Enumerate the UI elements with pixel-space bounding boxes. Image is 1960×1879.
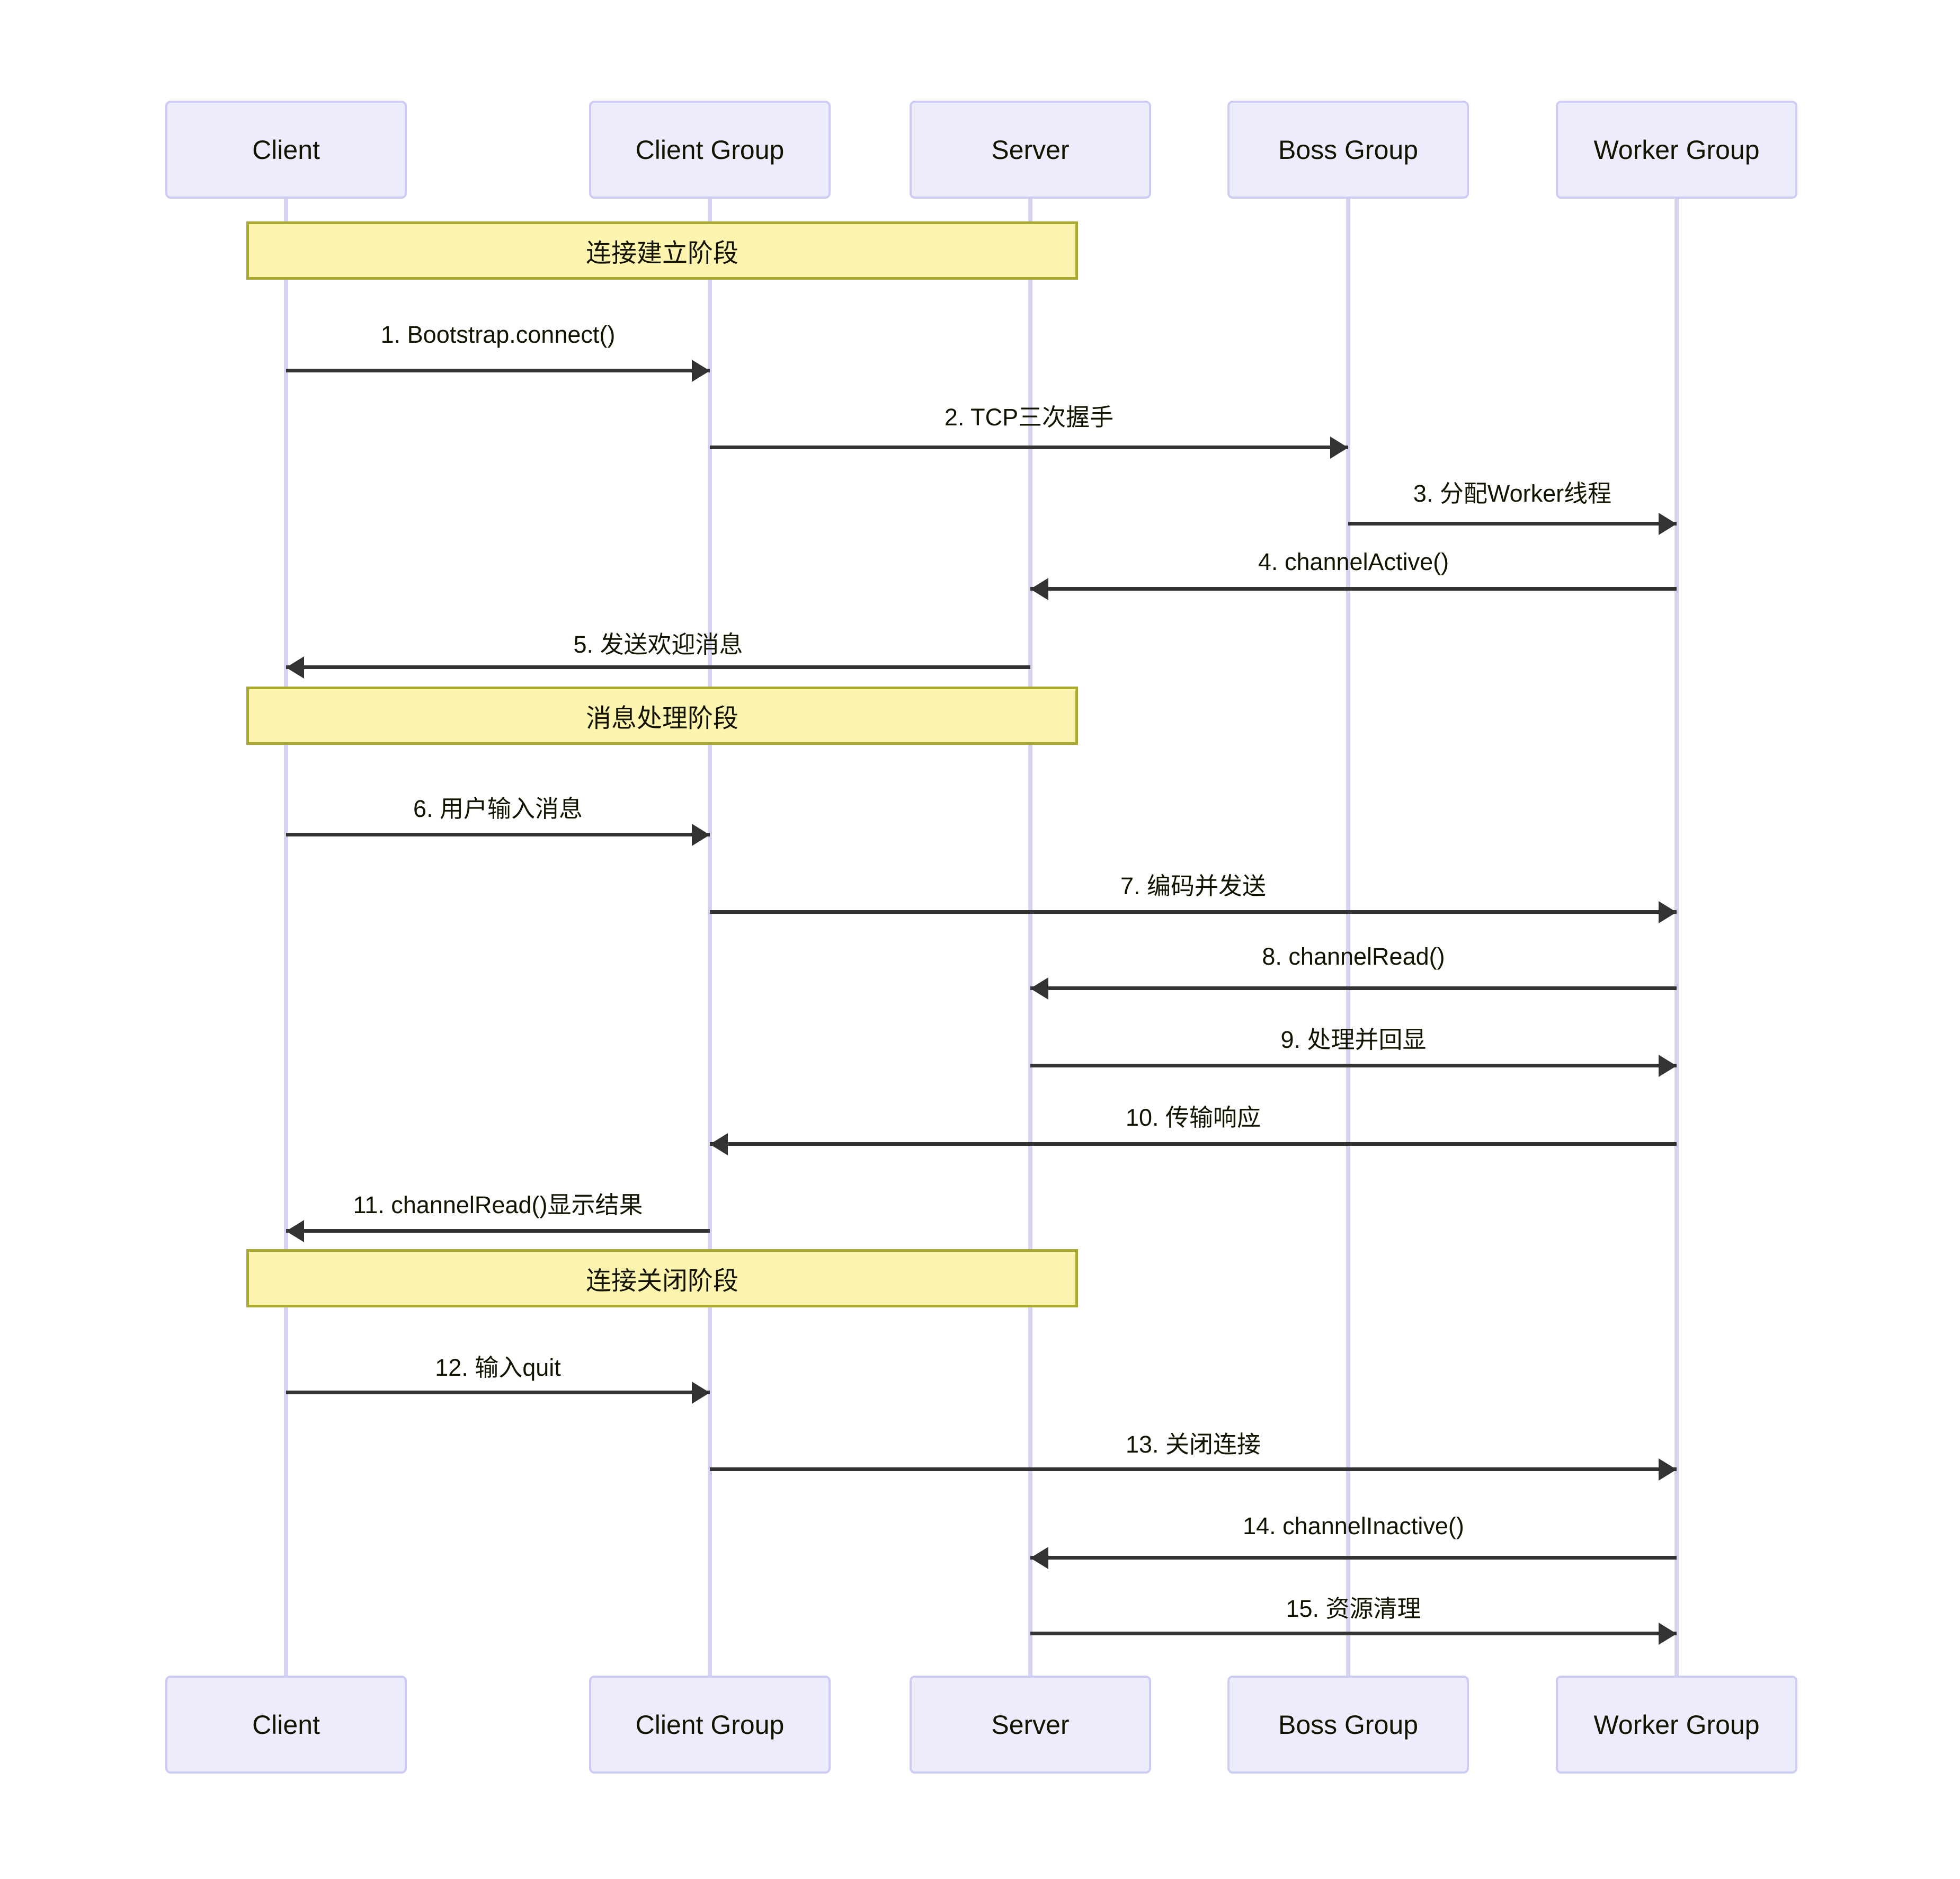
actor-label-cgroup: Client Group <box>635 1709 785 1740</box>
phase-close-banner[interactable]: 连接关闭阶段 <box>246 1249 1078 1307</box>
lifeline-cgroup <box>708 199 712 1676</box>
message-line-13 <box>710 1467 1677 1471</box>
lifeline-wgroup <box>1674 199 1679 1676</box>
phase-close-label: 连接关闭阶段 <box>585 1267 738 1295</box>
message-arrowhead-3 <box>1659 513 1677 535</box>
message-label-7: 7. 编码并发送 <box>1120 872 1267 900</box>
message-label-3: 3. 分配Worker线程 <box>1413 480 1612 507</box>
actor-box-top-wgroup[interactable]: Worker Group <box>1556 101 1797 199</box>
message-line-9 <box>1030 1064 1677 1067</box>
lifeline-server <box>1028 199 1032 1676</box>
message-arrowhead-2 <box>1330 437 1348 459</box>
actor-label-client: Client <box>252 135 320 165</box>
message-arrowhead-12 <box>692 1382 710 1404</box>
message-line-11 <box>286 1229 710 1233</box>
message-arrowhead-10 <box>710 1133 728 1155</box>
message-line-10 <box>710 1142 1677 1146</box>
message-arrowhead-6 <box>692 824 710 846</box>
message-arrowhead-7 <box>1659 901 1677 923</box>
actor-label-wgroup: Worker Group <box>1593 1709 1760 1740</box>
message-arrowhead-4 <box>1030 578 1048 600</box>
message-label-8: 8. channelRead() <box>1262 943 1445 970</box>
phase-message-label: 消息处理阶段 <box>585 705 738 733</box>
message-line-7 <box>710 910 1677 914</box>
message-arrowhead-5 <box>286 656 304 679</box>
message-line-5 <box>286 665 1030 669</box>
message-arrowhead-14 <box>1030 1547 1048 1569</box>
message-label-5: 5. 发送欢迎消息 <box>573 631 743 658</box>
actor-label-server: Server <box>991 1709 1070 1740</box>
actor-box-bottom-wgroup[interactable]: Worker Group <box>1556 1676 1797 1774</box>
message-line-1 <box>286 369 710 372</box>
lifeline-client <box>284 199 288 1676</box>
message-arrowhead-13 <box>1659 1458 1677 1481</box>
message-label-10: 10. 传输响应 <box>1125 1104 1261 1131</box>
phase-message-banner[interactable]: 消息处理阶段 <box>246 687 1078 745</box>
message-label-4: 4. channelActive() <box>1258 548 1449 575</box>
message-label-13: 13. 关闭连接 <box>1125 1431 1261 1458</box>
phase-connect-banner[interactable]: 连接建立阶段 <box>246 221 1078 280</box>
actor-label-bgroup: Boss Group <box>1278 135 1418 165</box>
actor-box-bottom-bgroup[interactable]: Boss Group <box>1227 1676 1469 1774</box>
message-arrowhead-15 <box>1659 1623 1677 1645</box>
actor-label-server: Server <box>991 135 1070 165</box>
message-line-3 <box>1348 522 1677 526</box>
message-line-14 <box>1030 1556 1677 1560</box>
actor-label-bgroup: Boss Group <box>1278 1709 1418 1740</box>
message-label-6: 6. 用户输入消息 <box>413 795 583 822</box>
phase-connect-label: 连接建立阶段 <box>585 239 738 268</box>
message-label-11: 11. channelRead()显示结果 <box>353 1191 643 1218</box>
message-arrowhead-1 <box>692 360 710 382</box>
message-label-15: 15. 资源清理 <box>1286 1595 1421 1622</box>
message-line-4 <box>1030 587 1677 591</box>
actor-box-bottom-client[interactable]: Client <box>165 1676 407 1774</box>
message-label-14: 14. channelInactive() <box>1243 1512 1464 1539</box>
actor-box-top-client[interactable]: Client <box>165 101 407 199</box>
message-line-15 <box>1030 1632 1677 1635</box>
message-label-12: 12. 输入quit <box>435 1354 561 1381</box>
actor-box-top-server[interactable]: Server <box>910 101 1151 199</box>
message-line-12 <box>286 1391 710 1394</box>
actor-box-bottom-server[interactable]: Server <box>910 1676 1151 1774</box>
actor-box-top-bgroup[interactable]: Boss Group <box>1227 101 1469 199</box>
message-line-2 <box>710 446 1348 449</box>
actor-label-wgroup: Worker Group <box>1593 135 1760 165</box>
message-label-1: 1. Bootstrap.connect() <box>380 321 616 348</box>
message-arrowhead-9 <box>1659 1055 1677 1077</box>
actor-label-cgroup: Client Group <box>635 135 785 165</box>
message-line-6 <box>286 833 710 836</box>
message-label-2: 2. TCP三次握手 <box>944 404 1114 431</box>
message-arrowhead-11 <box>286 1220 304 1242</box>
message-label-9: 9. 处理并回显 <box>1280 1026 1427 1053</box>
message-line-8 <box>1030 986 1677 990</box>
actor-box-bottom-cgroup[interactable]: Client Group <box>589 1676 831 1774</box>
actor-label-client: Client <box>252 1709 320 1740</box>
actor-box-top-cgroup[interactable]: Client Group <box>589 101 831 199</box>
message-arrowhead-8 <box>1030 977 1048 1000</box>
lifeline-bgroup <box>1346 199 1350 1676</box>
